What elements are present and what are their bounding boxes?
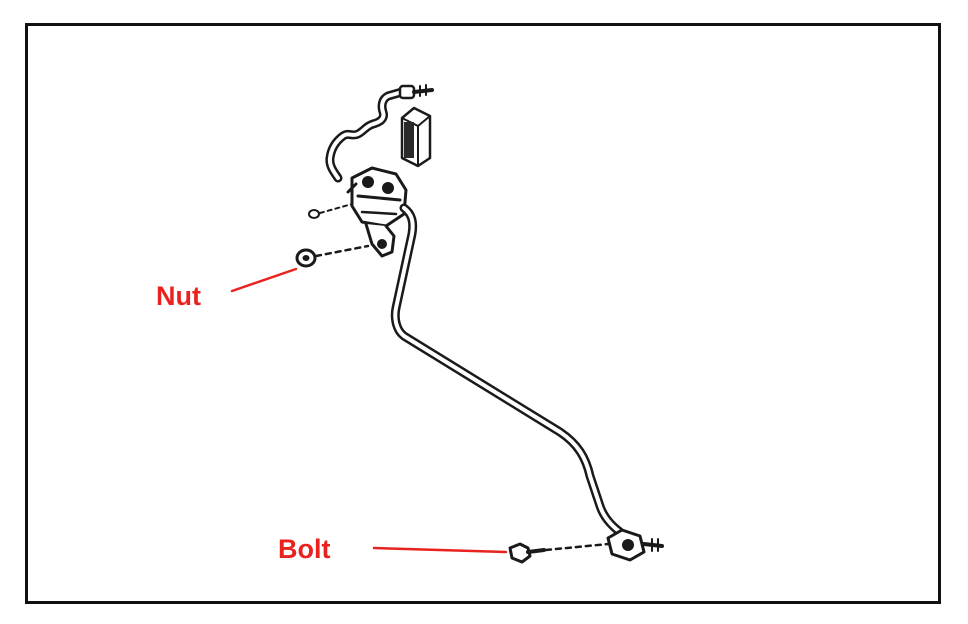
upper-screw <box>308 203 353 219</box>
lower-link-fitting <box>606 528 664 562</box>
rubber-bushing-block <box>400 106 432 168</box>
nut-part <box>295 244 370 268</box>
bolt-part <box>508 542 610 564</box>
upper-end-fitting <box>398 84 434 100</box>
bracket-clamp-assembly <box>346 166 408 258</box>
stabilizer-bar-main <box>390 203 625 537</box>
bolt-leader-line <box>372 546 508 554</box>
nut-label: Nut <box>156 281 201 311</box>
diagram-frame <box>25 23 941 604</box>
bolt-label: Bolt <box>278 534 331 564</box>
stabilizer-bar-upper-end <box>325 87 407 183</box>
nut-leader-line <box>230 267 298 293</box>
